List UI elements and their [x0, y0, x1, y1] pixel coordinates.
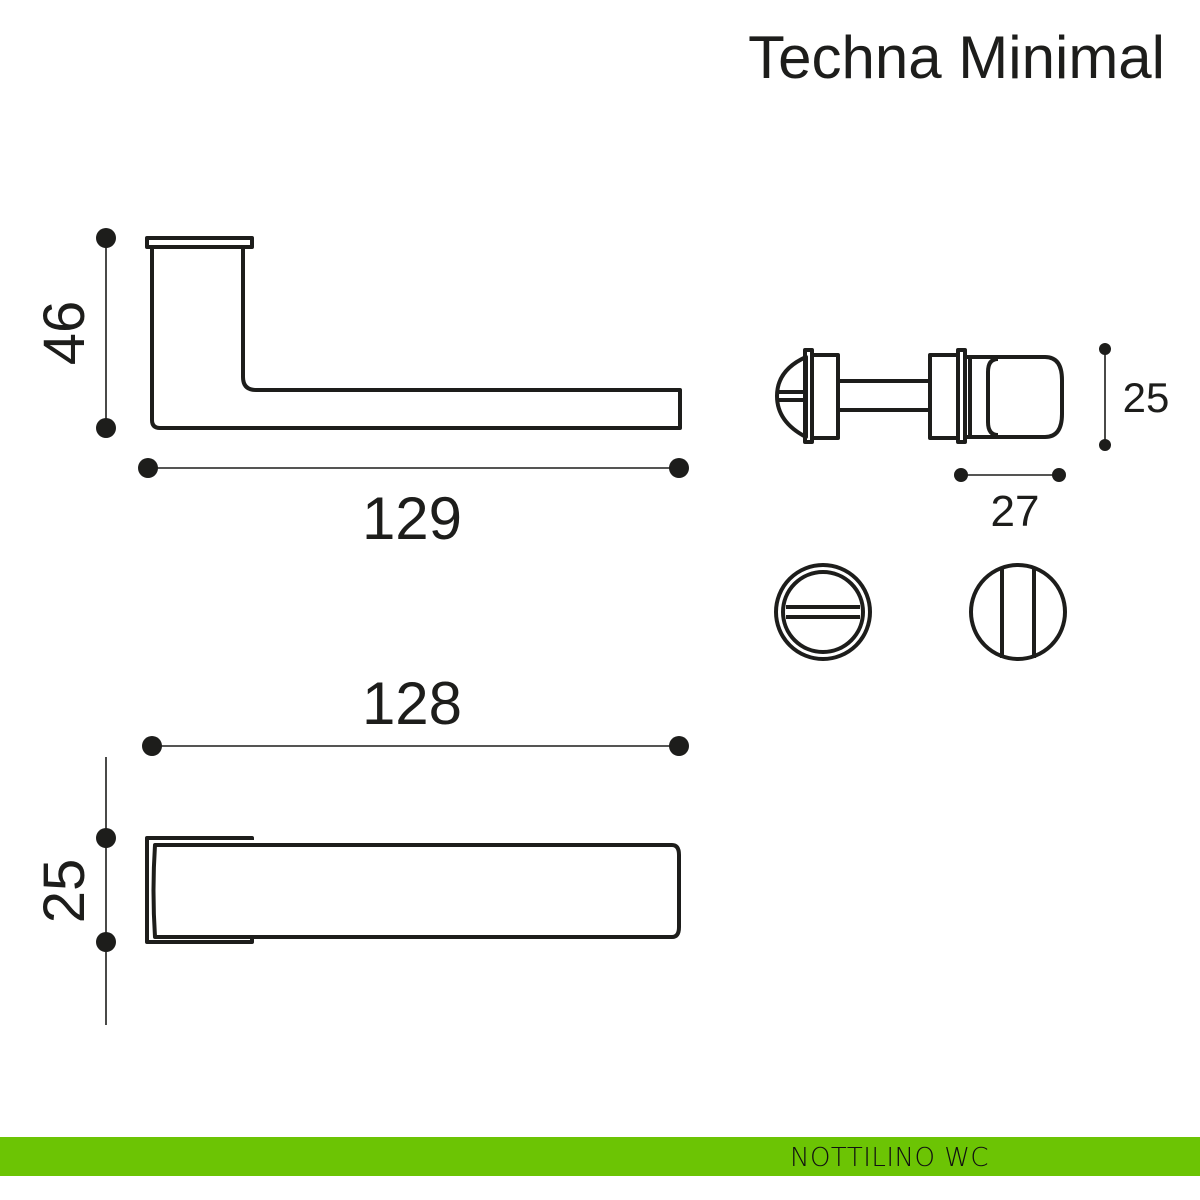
footer-label: NOTTILINO WC: [790, 1143, 990, 1173]
dim-27: 27: [991, 487, 1040, 536]
handle-top-view: [145, 836, 681, 944]
dim-128: 128: [362, 670, 462, 737]
dimension-wc-height: 25: [1099, 343, 1169, 451]
dimension-top-width: 25: [32, 757, 116, 1025]
dim-129: 129: [362, 485, 462, 552]
wc-knob-side-view: [775, 348, 1064, 444]
product-title: Techna Minimal: [748, 24, 1165, 91]
handle-side-view: [145, 236, 682, 430]
dimension-side-length: 129: [138, 458, 689, 552]
dim-wc-25: 25: [1123, 374, 1170, 421]
dimension-side-height: 46: [32, 228, 116, 438]
dimension-top-length: 128: [142, 670, 689, 756]
footer-bar: NOTTILINO WC: [0, 1137, 1200, 1176]
dimension-wc-length: 27: [954, 468, 1066, 536]
wc-thumb-turn-front: [969, 563, 1067, 661]
dim-46: 46: [32, 301, 97, 366]
wc-slot-release-front: [774, 563, 872, 661]
dim-top-25: 25: [32, 859, 97, 924]
